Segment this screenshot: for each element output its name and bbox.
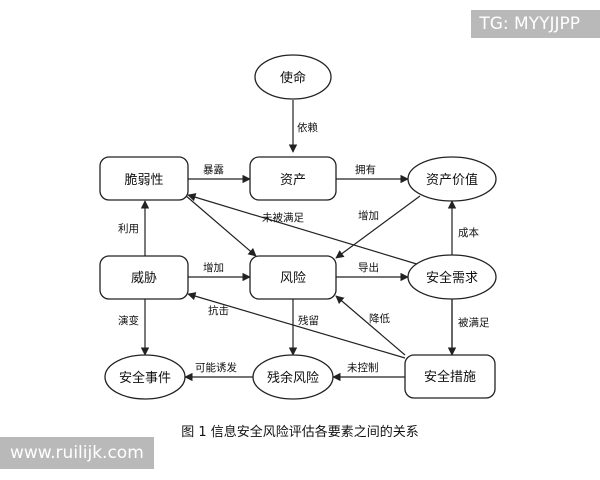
node-asset-label: 资产 bbox=[280, 173, 306, 188]
label-exploits: 利用 bbox=[118, 223, 139, 235]
label-uncontrolled: 未控制 bbox=[347, 361, 379, 374]
label-increase-2: 增加 bbox=[203, 261, 224, 274]
label-residual: 残留 bbox=[298, 314, 319, 327]
nodes: 使命 脆弱性 资产 资产价值 威胁 风险 安全需求 安全事件 残余风险 安全措施 bbox=[99, 54, 497, 400]
edge-secmeasure-threat bbox=[187, 292, 406, 359]
node-threat bbox=[99, 255, 189, 300]
label-cost: 成本 bbox=[458, 226, 479, 239]
node-asset-value-label: 资产价值 bbox=[426, 172, 478, 188]
node-security-requirement bbox=[407, 254, 497, 300]
label-resists: 抗击 bbox=[208, 304, 229, 317]
node-residual-risk bbox=[252, 354, 334, 400]
node-security-measure bbox=[404, 354, 496, 399]
label-may-induce: 可能诱发 bbox=[195, 361, 237, 374]
figure-caption: 图 1 信息安全风险评估各要素之间的关系 bbox=[181, 424, 419, 440]
edge-assetvalue-risk bbox=[335, 195, 421, 259]
edge-vulnerability-risk bbox=[184, 194, 257, 257]
label-depends: 依赖 bbox=[297, 121, 318, 134]
node-vulnerability-label: 脆弱性 bbox=[124, 172, 163, 188]
edge-secmeasure-risk bbox=[335, 295, 406, 356]
node-asset-value bbox=[407, 156, 497, 202]
label-reduces: 降低 bbox=[369, 312, 390, 325]
node-risk-label: 风险 bbox=[280, 271, 306, 286]
node-security-event-label: 安全事件 bbox=[119, 370, 171, 386]
node-security-requirement-label: 安全需求 bbox=[426, 270, 478, 286]
node-vulnerability bbox=[99, 156, 189, 201]
edge-labels: 依赖 暴露 拥有 未被满足 增加 利用 增加 导出 成本 抗击 演变 残留 降低… bbox=[118, 121, 490, 374]
label-exposes: 暴露 bbox=[203, 164, 224, 176]
node-mission-label: 使命 bbox=[280, 70, 306, 86]
node-residual-risk-label: 残余风险 bbox=[267, 370, 319, 386]
node-security-event bbox=[104, 354, 186, 400]
label-owns: 拥有 bbox=[355, 163, 376, 176]
watermark-bottom: www.ruilijk.com bbox=[0, 437, 154, 469]
node-risk bbox=[249, 255, 337, 300]
node-security-measure-label: 安全措施 bbox=[424, 369, 476, 385]
label-increase-1: 增加 bbox=[358, 209, 379, 222]
label-evolves: 演变 bbox=[118, 314, 139, 327]
node-asset bbox=[249, 156, 337, 201]
edge-secreq-vulnerability bbox=[187, 193, 421, 266]
edges bbox=[140, 100, 457, 382]
label-derives: 导出 bbox=[358, 261, 379, 274]
label-unmet: 未被满足 bbox=[262, 211, 304, 224]
label-satisfied: 被满足 bbox=[458, 316, 490, 329]
node-mission bbox=[254, 54, 332, 100]
watermark-top: TG: MYYJJPP bbox=[471, 10, 600, 38]
node-threat-label: 威胁 bbox=[131, 271, 157, 286]
